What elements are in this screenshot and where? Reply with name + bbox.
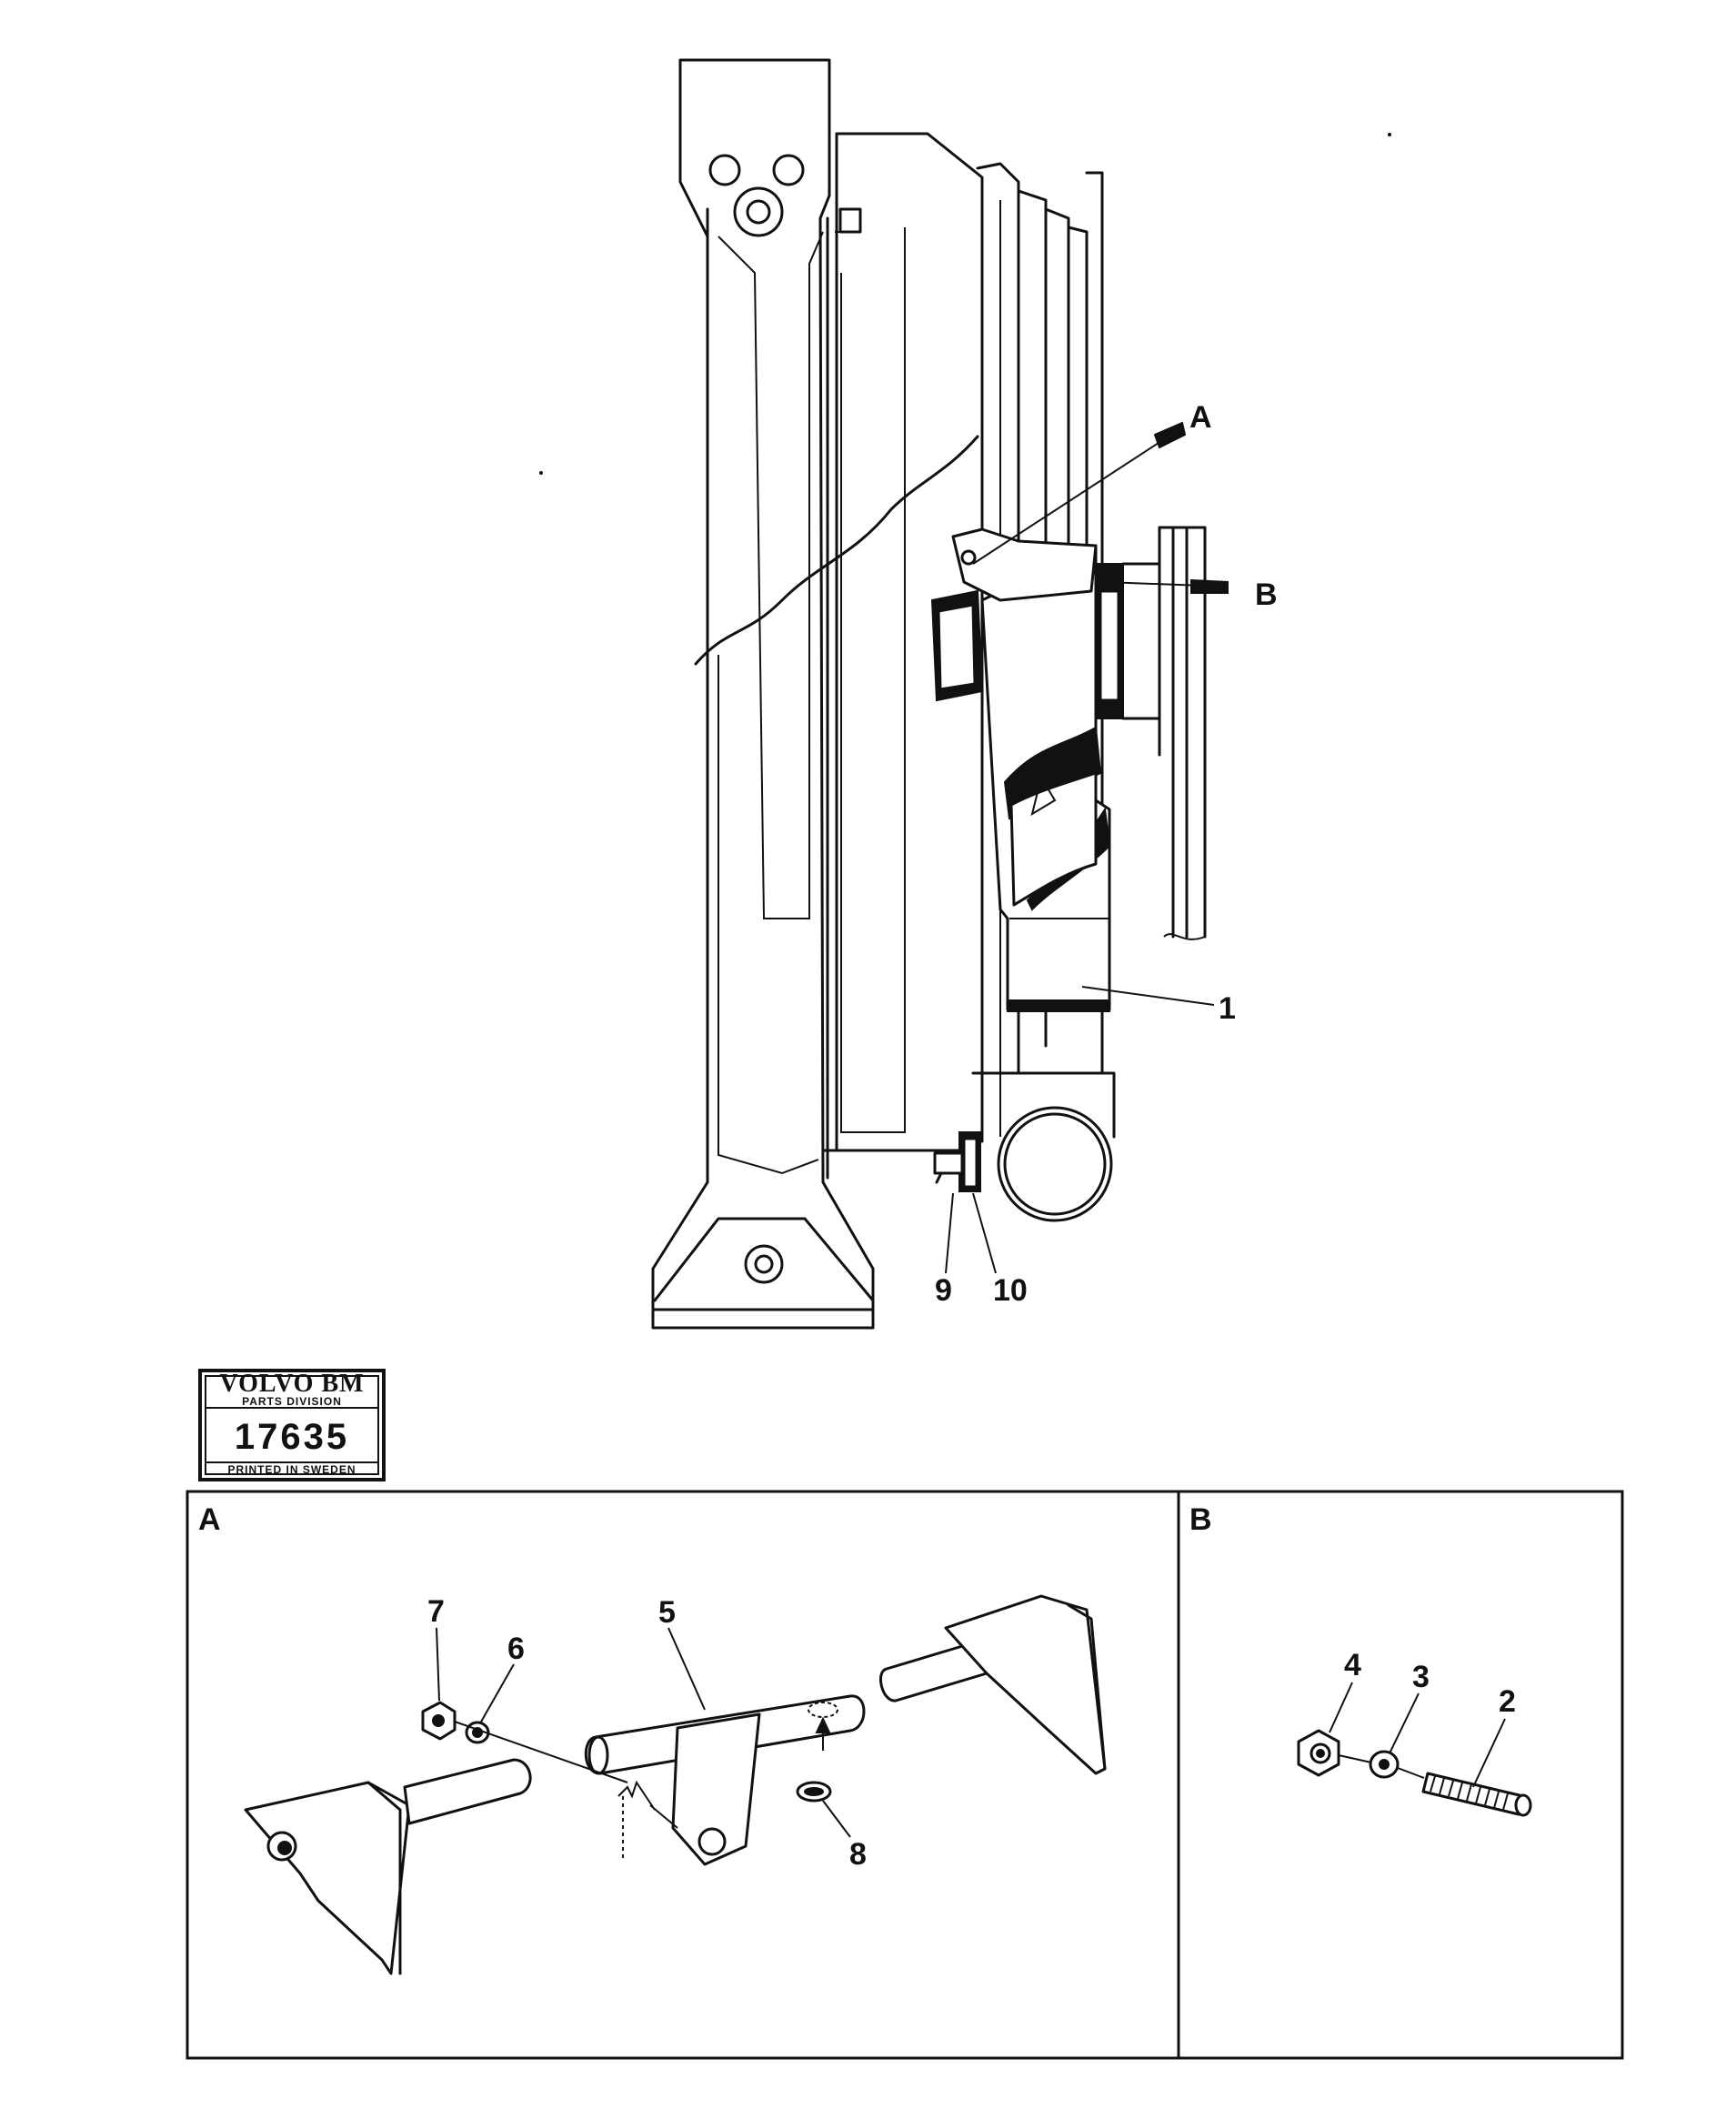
mount-hole-icon	[708, 154, 741, 186]
detail-b-frame	[1177, 1490, 1624, 2060]
mount-hole-icon	[772, 154, 805, 186]
stamp-number: 17635	[235, 1417, 349, 1457]
callout-part-8: 8	[849, 1837, 867, 1872]
lift-arm-column	[651, 58, 875, 1330]
callout-a: A	[1189, 400, 1212, 435]
stamp-brand: VOLVO BM	[219, 1370, 364, 1398]
stamp-division: PARTS DIVISION	[242, 1395, 342, 1408]
callout-part-2: 2	[1499, 1684, 1516, 1719]
volvo-bm-stamp: VOLVO BM PARTS DIVISION 17635 PRINTED IN…	[198, 1369, 386, 1481]
callout-part-3: 3	[1412, 1660, 1430, 1694]
detail-a-label: A	[198, 1502, 221, 1537]
main-leaders	[945, 421, 1229, 1274]
round-tube-with-clamp	[933, 1106, 1113, 1222]
detail-a-drawing: 7 6 5 8	[244, 1594, 1107, 1975]
callout-part-7: 7	[427, 1594, 445, 1629]
right-side-rail	[1121, 526, 1207, 940]
detail-b-label: B	[1189, 1502, 1212, 1537]
callout-part-10: 10	[993, 1273, 1028, 1308]
detail-b-drawing: 4 3 2	[1297, 1648, 1532, 1817]
callout-part-6: 6	[507, 1632, 525, 1666]
callout-b: B	[1255, 577, 1278, 612]
bracket-a-location	[930, 527, 1124, 719]
bolt-head-icon	[697, 1827, 727, 1856]
duct-part-1	[980, 544, 1111, 1012]
callout-part-5: 5	[658, 1595, 676, 1630]
callout-part-4: 4	[1344, 1648, 1361, 1682]
callout-part-1: 1	[1219, 991, 1236, 1026]
stamp-printed: PRINTED IN SWEDEN	[227, 1463, 356, 1476]
callout-part-9: 9	[935, 1273, 952, 1308]
cab-frame-panel	[694, 132, 984, 1152]
main-assembly-drawing: A B 1 9 10	[651, 58, 1278, 1330]
